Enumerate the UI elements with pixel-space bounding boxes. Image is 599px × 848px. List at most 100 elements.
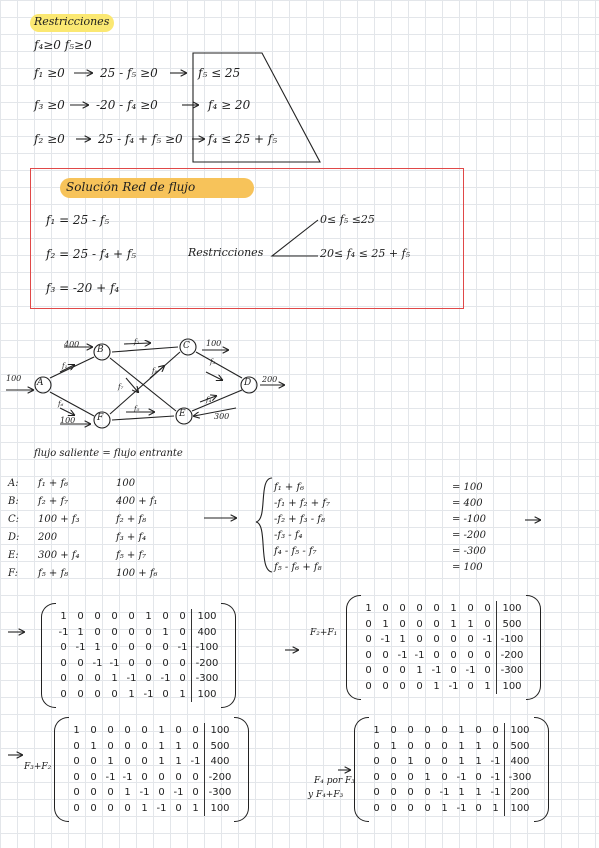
matrix-cell: -1 [482,634,493,646]
matrix-cell: 0 [60,688,67,700]
edge-f2: f₂ [134,338,140,346]
matrix-cell: 1 [365,603,372,615]
matrix-rhs-cell: -200 [204,769,235,785]
matrix-cell: 1 [475,756,482,768]
edge-f1: f₁ [62,362,68,370]
matrix-cell: 1 [373,725,380,737]
matrix-cell: 0 [365,634,372,646]
matrix-cell: 0 [475,802,482,814]
eq-node: A: [8,478,19,489]
restr-row2-a: f₃ ≥0 [34,98,65,112]
matrix-cell: 0 [441,725,448,737]
matrix-cell: 0 [128,657,135,669]
matrix-rhs-cell: 400 [191,624,222,640]
matrix-cell: 0 [424,740,431,752]
matrix-rhs-cell: -200 [191,655,222,671]
flow-f: 100 [60,416,76,425]
matrix-cell: 1 [458,787,465,799]
matrix-cell: 0 [390,756,397,768]
eq-lhs: f₂ + f₇ [38,496,69,507]
matrix-cell: 0 [365,680,372,692]
matrix-cell: 1 [77,626,84,638]
matrix-rhs-cell: 200 [504,785,535,801]
matrix-cell: 0 [111,626,118,638]
matrix-rhs-cell: -300 [496,663,527,679]
matrix-cell: 0 [450,665,457,677]
matrix-cell: 1 [179,688,186,700]
matrix-rhs-cell: 400 [204,754,235,770]
sys-terms: f₄ - f₅ - f₇ [274,546,317,557]
sys-rhs: = -100 [452,514,487,525]
matrix-cell: 0 [467,649,474,661]
solution-box [30,168,464,309]
matrix-cell: -1 [109,657,120,669]
matrix-cell: -1 [414,649,425,661]
matrix-cell: 0 [382,665,389,677]
matrix-cell: 0 [390,802,397,814]
matrix-cell: 0 [124,802,131,814]
matrix-cell: 1 [407,756,414,768]
matrix-cell: 0 [399,680,406,692]
restr-row3-b: 25 - f₄ + f₅ ≥0 [98,132,183,146]
matrix-cell: 1 [111,673,118,685]
edge-f8: f₈ [152,367,158,375]
restr-row1-a: f₁ ≥0 [34,66,65,80]
matrix-cell: 0 [407,740,414,752]
node-f: F [97,413,104,423]
matrix-cell: 0 [124,740,131,752]
matrix-cell: -1 [397,649,408,661]
matrix-cell: -1 [190,756,201,768]
matrix-cell: 0 [373,787,380,799]
matrix-cell: 0 [94,626,101,638]
matrix-rhs-cell: 500 [504,738,535,754]
matrix-cell: 1 [94,642,101,654]
matrix-cell: 0 [390,771,397,783]
matrix-cell: 1 [90,740,97,752]
matrix-cell: 0 [433,649,440,661]
flow-d: 200 [262,375,278,384]
matrix-cell: -1 [75,642,86,654]
matrix-cell: 1 [145,611,152,623]
matrix-cell: 0 [111,642,118,654]
matrix-cell: 0 [441,740,448,752]
matrix-rhs-cell: -100 [496,632,527,648]
matrix-cell: 1 [441,802,448,814]
matrix-cell: -1 [160,673,171,685]
matrix-cell: 0 [467,680,474,692]
matrix-rhs-cell: -300 [191,671,222,687]
matrix-cell: 0 [407,802,414,814]
matrix-cell: -1 [143,688,154,700]
sys-terms: -f₂ + f₃ - f₈ [274,514,325,525]
matrix-cell: 0 [128,642,135,654]
matrix-cell: 0 [390,725,397,737]
sol-r1: 0≤ f₅ ≤25 [320,213,375,226]
matrix-cell: 1 [141,802,148,814]
matrix-rhs-cell: 100 [504,723,535,739]
eq-node: E: [8,550,19,561]
matrix-cell: 0 [192,787,199,799]
matrix-cell: 0 [407,771,414,783]
matrix-cell: -1 [105,771,116,783]
matrix-cell: 0 [94,688,101,700]
matrix-cell: 1 [175,756,182,768]
matrix-cell: -1 [456,802,467,814]
matrix-cell: 1 [158,725,165,737]
flow-in-a: 100 [6,374,22,383]
matrix-cell: -1 [490,787,501,799]
matrix-cell: 0 [407,787,414,799]
matrix-cell: 0 [433,634,440,646]
sys-terms: f₅ - f₆ + f₈ [274,562,322,573]
matrix-cell: 0 [162,688,169,700]
matrix-cell: 0 [145,642,152,654]
sol-restr-label: Restricciones [188,246,264,259]
node-a: A [37,378,44,388]
eq-lhs: f₁ + f₆ [38,478,69,489]
matrix-cell: 1 [192,802,199,814]
sys-rhs: = -200 [452,530,487,541]
eq-rhs: 100 + f₆ [116,568,158,579]
